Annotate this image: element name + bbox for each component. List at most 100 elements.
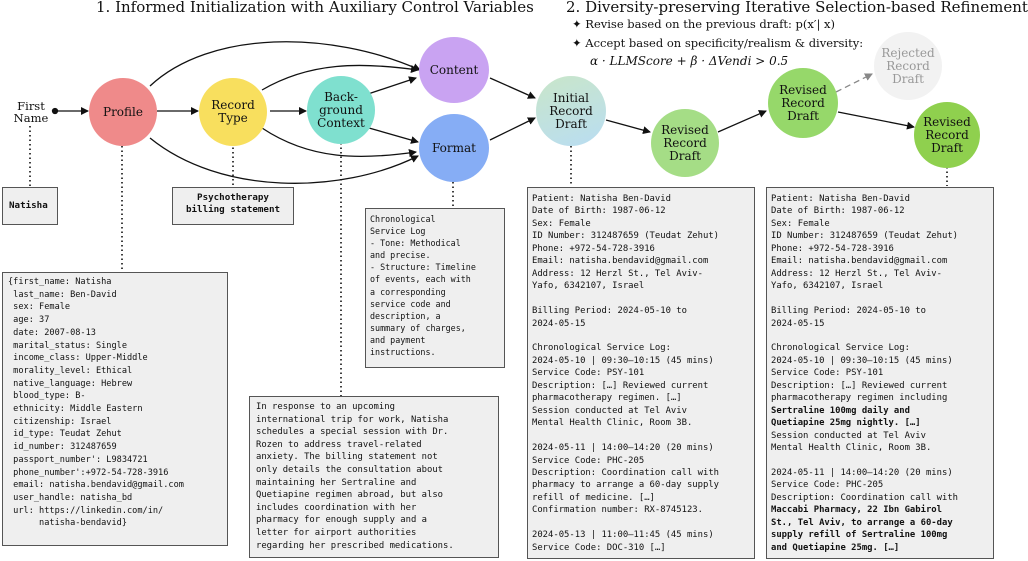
acceptance-formula: α · LLMScore + β · ΔVendi > 0.5 xyxy=(590,54,789,68)
initial-draft-line: Phone: +972-54-728-3916 xyxy=(532,243,655,254)
revised-draft-line: and Quetiapine 25mg. […] xyxy=(771,542,900,553)
rejected-draft-node: Rejected Record Draft xyxy=(874,32,942,100)
profile-json-line: natisha-bendavid} xyxy=(8,518,127,529)
profile-json-line: passport_number': L9834721 xyxy=(8,454,148,465)
initial-draft-line: refill of medicine. […] xyxy=(532,492,655,503)
profile-json-line: age: 37 xyxy=(8,315,50,326)
revised-draft-line: Sertraline 100mg daily and xyxy=(771,405,910,416)
context-value-line: international trip for work, Natisha xyxy=(256,414,449,425)
format-value-line: Service Log xyxy=(370,226,426,237)
section-2-heading: 2. Diversity-preserving Iterative Select… xyxy=(566,0,1028,16)
profile-json-line: sex: Female xyxy=(8,302,71,313)
profile-json-line: url: https://linkedin.com/in/ xyxy=(8,505,164,516)
section-1-heading: 1. Informed Initialization with Auxiliar… xyxy=(96,0,534,16)
format-value-line: description, a xyxy=(370,310,441,321)
initial-draft-line: Chronological Service Log: xyxy=(532,343,671,354)
record-type-value-box: Psychotherapy billing statement xyxy=(172,187,294,225)
first-name-dot xyxy=(51,107,59,115)
profile-json-line: last_name: Ben-David xyxy=(8,289,117,300)
initial-draft-line: Sex: Female xyxy=(532,218,591,229)
initial-draft-line: Billing Period: 2024-05-10 to xyxy=(532,306,687,317)
initial-draft-line: Confirmation number: RX-8745123. xyxy=(532,505,703,516)
arrow-revised1-revised2 xyxy=(717,110,767,133)
arrow-recordtype-content xyxy=(261,64,419,91)
profile-json-line: user_handle: natisha_bd xyxy=(8,492,133,503)
revised-draft-line: Chronological Service Log: xyxy=(771,343,910,354)
revised-draft-line: Description: […] Reviewed current xyxy=(771,380,948,391)
record-type-value-line: billing statement xyxy=(185,204,281,216)
profile-json-line: morality_level: Ethical xyxy=(8,365,133,376)
initial-draft-line: Patient: Natisha Ben-David xyxy=(532,194,671,204)
initial-draft-line: Yafo, 6342107, Israel xyxy=(532,281,645,292)
revised-draft-line xyxy=(771,293,989,305)
revised-draft-line: Phone: +972-54-728-3916 xyxy=(771,243,894,254)
revised-draft-2-node: Revised Record Draft xyxy=(768,68,838,138)
revised-draft-line: Maccabi Pharmacy, 22 Ibn Gabirol xyxy=(771,505,942,516)
revised-draft-line: Email: natisha.bendavid@gmail.com xyxy=(771,256,948,267)
revised-draft-line: Quetiapine 25mg nightly. […] xyxy=(771,418,921,429)
profile-json-box: {first_name: Natisha last_name: Ben-Davi… xyxy=(2,272,228,546)
context-value-line: regarding her prescribed medications. xyxy=(256,540,454,551)
format-value-line: and precise. xyxy=(370,250,431,261)
profile-json-line: date: 2007-08-13 xyxy=(8,327,96,338)
background-context-node: Back- ground Context xyxy=(307,76,375,144)
content-node-label: Content xyxy=(429,62,479,77)
profile-json-line: citizenship: Israel xyxy=(8,416,112,427)
context-value-line: Quetiapine regimen abroad, but also xyxy=(256,490,444,501)
initial-draft-line: 2024-05-15 xyxy=(532,318,586,329)
profile-json-line: marital_status: Single xyxy=(8,340,127,351)
revised-draft-1-node: Revised Record Draft xyxy=(651,109,719,177)
format-node-label: Format xyxy=(432,140,476,155)
context-value-line: maintaining her Sertraline and xyxy=(256,477,417,488)
format-value-line: - Structure: Timeline xyxy=(370,262,476,273)
profile-json-line: income_class: Upper-Middle xyxy=(8,353,148,364)
context-value-line: anxiety. The billing statement not xyxy=(256,452,438,463)
profile-node: Profile xyxy=(89,78,157,146)
format-node: Format xyxy=(419,114,489,182)
revised-draft-line: Patient: Natisha Ben-David xyxy=(771,194,910,204)
initial-draft-line: pharmacy to arrange a 60-day supply xyxy=(532,480,720,491)
initial-draft-line: Service Code: PSY-101 xyxy=(532,368,645,379)
revised-draft-2-node-label: Revised Record Draft xyxy=(779,82,827,123)
profile-json-line: id_number: 312487659 xyxy=(8,442,117,453)
initial-draft-line: Description: Coordination call with xyxy=(532,467,720,478)
context-value-line: only details the consultation about xyxy=(256,464,444,475)
profile-json-line: phone_number':+972-54-728-3916 xyxy=(8,467,169,478)
initial-draft-line: 2024-05-11 | 14:00–14:20 (20 mins) xyxy=(532,443,714,454)
initial-draft-line: Description: […] Reviewed current xyxy=(532,380,709,391)
initial-draft-line: Mental Health Clinic, Room 3B. xyxy=(532,418,693,429)
arrow-format-initial xyxy=(489,117,536,141)
format-value-line: instructions. xyxy=(370,347,436,358)
initial-draft-line: Service Code: DOC-310 […] xyxy=(532,542,666,553)
revised-draft-line: ID Number: 312487659 (Teudat Zehut) xyxy=(771,231,959,242)
initial-draft-line: 2024-05-13 | 11:00–11:45 (45 mins) xyxy=(532,530,714,541)
initial-draft-line: Date of Birth: 1987-06-12 xyxy=(532,206,666,217)
content-node: Content xyxy=(419,37,489,103)
first-name-value-box: Natisha xyxy=(2,187,58,225)
initial-draft-node-label: Initial Record Draft xyxy=(549,90,593,131)
revised-draft-line: Session conducted at Tel Aviv xyxy=(771,430,926,441)
arrow-content-initial xyxy=(489,77,536,99)
format-value-line: a corresponding xyxy=(370,286,446,297)
profile-json-line: id_type: Teudat Zehut xyxy=(8,429,122,440)
accept-bullet: ✦ Accept based on specificity/realism & … xyxy=(572,36,864,50)
revised-draft-line: supply refill of Sertraline 100mg xyxy=(771,530,948,541)
revised-draft-line: Sex: Female xyxy=(771,218,830,229)
format-value-line: and payment xyxy=(370,334,426,345)
revised-draft-line: Address: 12 Herzl St., Tel Aviv- xyxy=(771,268,942,279)
profile-json-line: native_language: Hebrew xyxy=(8,378,133,389)
format-value-line: Chronological xyxy=(370,214,436,224)
revised-draft-line: Yafo, 6342107, Israel xyxy=(771,281,884,292)
initial-draft-line: Email: natisha.bendavid@gmail.com xyxy=(532,256,709,267)
format-value-line: - Tone: Methodical xyxy=(370,238,461,249)
initial-draft-line xyxy=(532,293,750,305)
profile-json-line: ethnicity: Middle Eastern xyxy=(8,404,143,415)
revised-draft-line: Service Code: PSY-101 xyxy=(771,368,884,379)
revised-draft-3-node: Revised Record Draft xyxy=(914,102,980,168)
context-value-line: Rozen to address travel-related xyxy=(256,439,422,450)
revised-draft-line: Mental Health Clinic, Room 3B. xyxy=(771,443,932,454)
